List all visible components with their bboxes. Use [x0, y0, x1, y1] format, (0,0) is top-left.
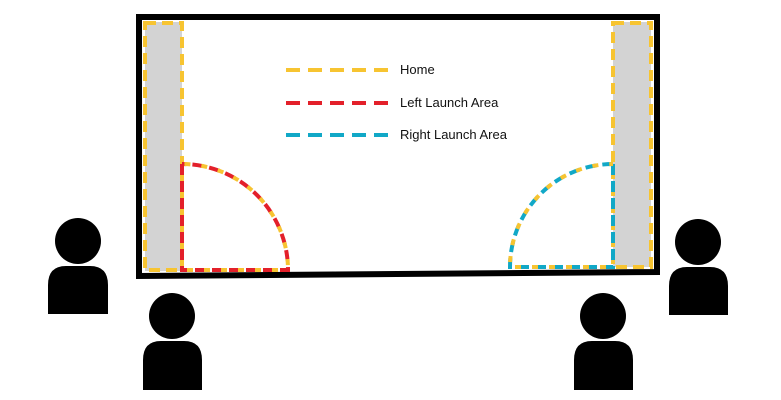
person-icon [574, 293, 633, 390]
field-border [136, 14, 660, 280]
right-side-zone [613, 22, 651, 267]
legend-label-left-launch: Left Launch Area [400, 95, 499, 110]
person-icon [669, 219, 728, 315]
legend: Home Left Launch Area Right Launch Area [286, 62, 508, 142]
legend-label-home: Home [400, 62, 435, 77]
legend-label-right-launch: Right Launch Area [400, 127, 508, 142]
left-home-outline [143, 21, 184, 272]
left-launch-arc-home [181, 162, 290, 271]
person-icon [48, 218, 108, 314]
person-icon [143, 293, 202, 390]
left-side-zone [145, 22, 182, 271]
